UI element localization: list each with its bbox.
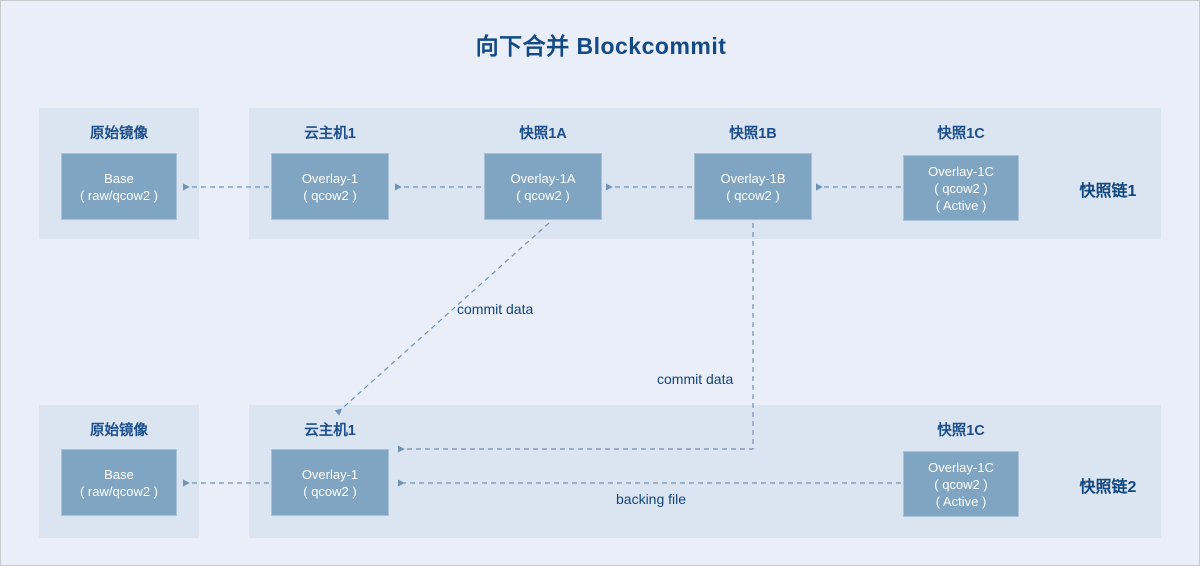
node-line: Overlay-1C (928, 163, 994, 179)
group-title-row1-snapshot-1c: 快照1C (937, 126, 985, 142)
node-line: Overlay-1B (720, 170, 786, 186)
node-line: ( raw/qcow2 ) (79, 483, 159, 499)
node-line: ( qcow2 ) (726, 187, 780, 203)
node-row2-base[interactable]: Base ( raw/qcow2 ) (61, 449, 177, 516)
group-title-row2-source-image: 原始镜像 (90, 423, 148, 439)
node-line: ( raw/qcow2 ) (79, 187, 159, 203)
node-row1-base[interactable]: Base ( raw/qcow2 ) (61, 153, 177, 220)
node-row1-overlay-1c[interactable]: Overlay-1C ( qcow2 ) ( Active ) (903, 155, 1019, 221)
group-title-row1-source-image: 原始镜像 (90, 126, 148, 142)
node-line: Overlay-1 (301, 170, 359, 186)
chain-label-2: 快照链2 (1079, 479, 1137, 496)
node-line: Base (104, 170, 134, 186)
node-row1-overlay-1[interactable]: Overlay-1 ( qcow2 ) (271, 153, 389, 220)
group-title-row1-snapshot-1b: 快照1B (729, 126, 777, 142)
node-line: Base (104, 466, 134, 482)
node-line: ( qcow2 ) (303, 483, 357, 499)
node-line: ( Active ) (935, 493, 987, 509)
node-row2-overlay-1[interactable]: Overlay-1 ( qcow2 ) (271, 449, 389, 516)
edge-label-backing-file: backing file (616, 491, 687, 507)
page-title: 向下合并 Blockcommit (475, 33, 727, 59)
node-line: ( qcow2 ) (516, 187, 570, 203)
group-title-row2-cloud-host: 云主机1 (304, 423, 356, 439)
group-title-row1-cloud-host: 云主机1 (304, 126, 356, 142)
edge-label-commit-data-diagonal: commit data (457, 301, 534, 317)
edge-label-commit-data-vertical: commit data (657, 371, 734, 387)
node-line: ( qcow2 ) (303, 187, 357, 203)
node-row1-overlay-1b[interactable]: Overlay-1B ( qcow2 ) (694, 153, 812, 220)
node-line: Overlay-1C (928, 459, 994, 475)
node-row1-overlay-1a[interactable]: Overlay-1A ( qcow2 ) (484, 153, 602, 220)
node-line: ( qcow2 ) (934, 180, 988, 196)
node-line: ( Active ) (935, 197, 987, 213)
group-title-row2-snapshot-1c: 快照1C (937, 423, 985, 439)
node-line: ( qcow2 ) (934, 476, 988, 492)
chain-label-1: 快照链1 (1079, 183, 1137, 200)
node-line: Overlay-1 (301, 466, 359, 482)
group-title-row1-snapshot-1a: 快照1A (519, 126, 567, 142)
edge-commit-data-diagonal (334, 222, 550, 416)
node-row2-overlay-1c[interactable]: Overlay-1C ( qcow2 ) ( Active ) (903, 451, 1019, 517)
node-line: Overlay-1A (510, 170, 576, 186)
